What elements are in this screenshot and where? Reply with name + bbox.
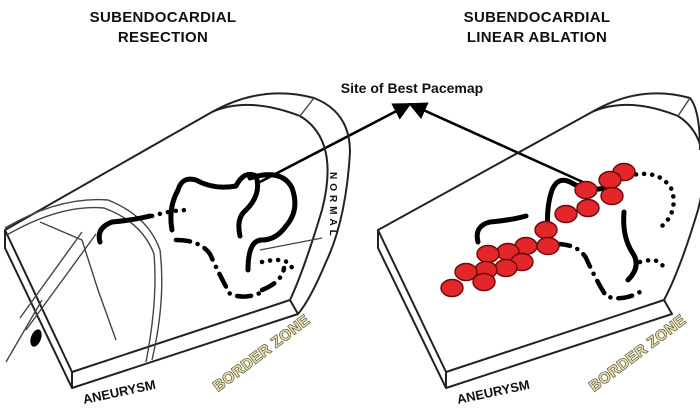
left-circuit-solid [171, 174, 258, 236]
lesion-11 [477, 246, 499, 263]
lesion-8 [537, 238, 559, 255]
left-title-line1: SUBENDOCARDIAL [90, 9, 237, 26]
lesion-3 [575, 182, 597, 199]
left-border-zone-label: BORDER ZONE [210, 312, 313, 396]
right-circuit-dotted-2 [640, 260, 664, 270]
right-slab-front-edge [378, 230, 446, 388]
left-aneurysm-wedge [40, 222, 116, 340]
left-circuit-dotted-2 [262, 260, 292, 268]
pacemap-label: Site of Best Pacemap [341, 80, 483, 96]
lesion-4 [601, 188, 623, 205]
left-circuit-dashdot-2 [262, 268, 284, 290]
left-normal-label: NORMAL [327, 172, 338, 240]
lesion-7 [535, 222, 557, 239]
right-circuit-dotted-1 [628, 174, 674, 226]
left-pacing-marker [28, 328, 44, 348]
right-title-line1: SUBENDOCARDIAL [464, 9, 611, 26]
right-border-divider [678, 98, 690, 116]
left-heart-slab: NORMAL ANEURYSM BORDER ZONE [5, 93, 350, 407]
lesion-5 [577, 200, 599, 217]
ablation-lesions [441, 164, 635, 297]
left-slab-front-edge [5, 230, 72, 388]
right-border-zone-label: BORDER ZONE [586, 312, 689, 396]
right-circuit-entry [477, 216, 526, 242]
left-aneurysm-ray-2 [26, 234, 96, 330]
left-title-line2: RESECTION [118, 29, 208, 46]
lesion-13 [495, 260, 517, 277]
lesion-16 [473, 274, 495, 291]
right-circuit-dashdot-1 [556, 244, 640, 298]
right-title-line2: LINEAR ABLATION [467, 29, 607, 46]
lesion-2 [599, 172, 621, 189]
right-border-zone-band [592, 93, 700, 150]
right-circuit-right [624, 212, 637, 280]
lesion-6 [555, 206, 577, 223]
arrow-to-right-circuit [410, 104, 585, 183]
left-aneurysm-ray-1 [20, 232, 82, 318]
left-border-divider [300, 98, 314, 116]
right-heart-slab: ANEURYSM BORDER ZONE [378, 93, 700, 407]
lesion-17 [441, 280, 463, 297]
left-resection-line-b [5, 208, 155, 362]
left-circuit-entry [99, 216, 150, 242]
